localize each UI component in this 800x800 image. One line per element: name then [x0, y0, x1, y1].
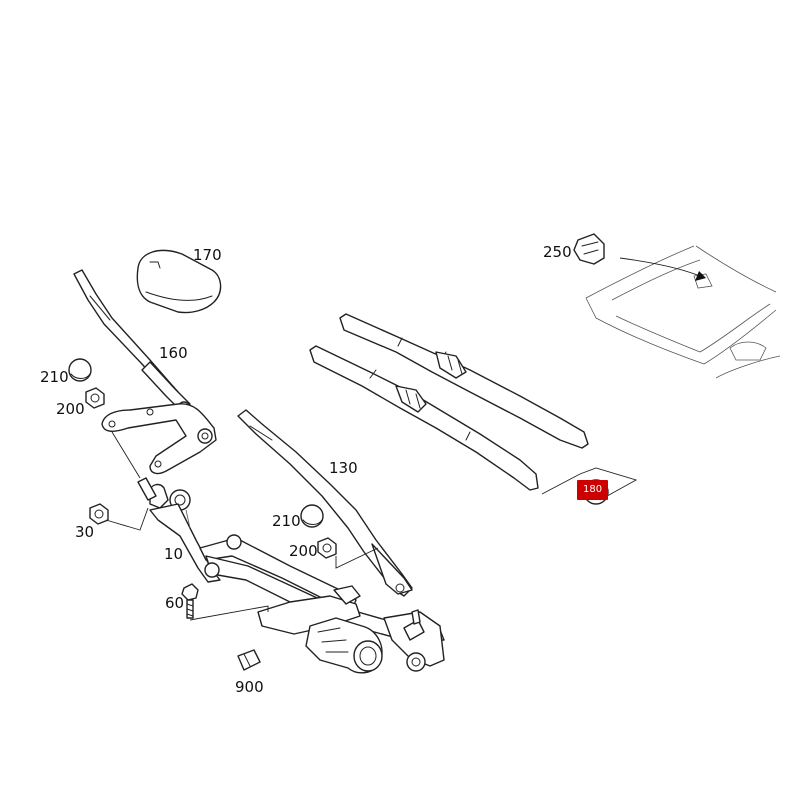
pivot-cap-left[interactable]	[68, 358, 92, 382]
callout-60[interactable]: 60	[165, 594, 185, 612]
location-arrow	[619, 257, 706, 281]
wiper-blade-lower[interactable]	[309, 345, 539, 491]
hex-nut-30[interactable]	[89, 503, 109, 525]
callout-250[interactable]: 250	[543, 243, 572, 261]
hex-nut-right[interactable]	[317, 537, 337, 559]
wiper-blade-upper[interactable]	[339, 313, 589, 449]
callout-210-left[interactable]: 210	[40, 368, 69, 386]
rain-sensor[interactable]	[573, 233, 605, 265]
callout-200-right[interactable]: 200	[289, 542, 318, 560]
callout-180-highlighted[interactable]: 180	[577, 480, 609, 500]
callout-10[interactable]: 10	[164, 545, 184, 563]
leader-lines	[105, 431, 638, 621]
callout-200-left[interactable]: 200	[56, 400, 85, 418]
callout-130[interactable]: 130	[329, 459, 358, 477]
right-wiper-arm[interactable]	[237, 409, 413, 597]
wiper-motor[interactable]	[257, 585, 445, 674]
wiper-arm-cover[interactable]	[136, 249, 222, 314]
vehicle-windshield-outline	[585, 245, 781, 379]
mounting-bolt[interactable]	[181, 583, 199, 619]
callout-160[interactable]: 160	[159, 344, 188, 362]
callout-30[interactable]: 30	[75, 523, 95, 541]
wiper-linkage-frame[interactable]	[137, 477, 445, 641]
callout-210-right[interactable]: 210	[272, 512, 301, 530]
callout-900[interactable]: 900	[235, 678, 264, 696]
left-linkage-plate[interactable]	[101, 403, 217, 475]
electrical-connector[interactable]	[237, 649, 261, 671]
hex-nut-left[interactable]	[85, 387, 105, 409]
pivot-cap-right[interactable]	[300, 504, 324, 528]
callout-170[interactable]: 170	[193, 246, 222, 264]
